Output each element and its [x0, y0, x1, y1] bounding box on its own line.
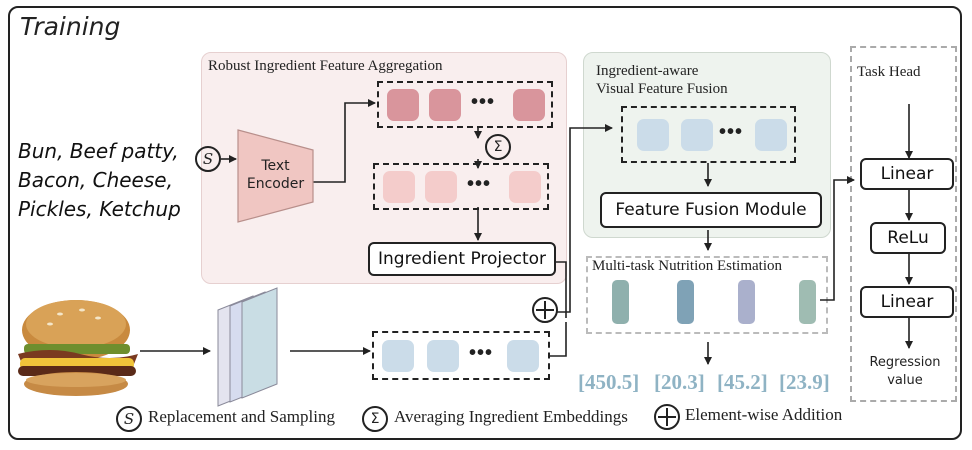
legend-sampling-label: Replacement and Sampling [148, 407, 335, 426]
nutrition-value: [23.9] [779, 370, 830, 394]
embedding-cell [382, 340, 414, 372]
robust-aggregation-title: Robust Ingredient Feature Aggregation [208, 58, 443, 74]
protein-head-pill [677, 280, 694, 324]
energy-head-pill [612, 280, 629, 324]
embedding-cell [681, 119, 713, 151]
legend-averaging-label: Averaging Ingredient Embeddings [394, 407, 628, 426]
regression-output-label: Regression value [855, 354, 955, 390]
embedding-cell [387, 89, 419, 121]
legend-averaging-icon: Σ [362, 406, 388, 432]
task-head-panel [850, 46, 957, 402]
ingredient-embeddings-row: ••• [377, 81, 553, 128]
averaging-symbol: Σ [485, 134, 511, 160]
fat-head-pill [799, 280, 816, 324]
visual-backbone-stack [217, 287, 278, 407]
burger-image [18, 300, 138, 396]
legend-addition-label: Element-wise Addition [685, 405, 843, 424]
embedding-cell [755, 119, 787, 151]
embedding-cell [383, 171, 415, 203]
legend-addition-icon [654, 404, 680, 430]
task-head-title: Task Head [857, 64, 921, 80]
carb-head-pill [738, 280, 755, 324]
nutrition-value: [450.5] [578, 370, 640, 394]
embedding-cell [429, 89, 461, 121]
visual-fusion-title-line1: Ingredient-aware [596, 63, 699, 79]
regression-line1: Regression [869, 355, 941, 370]
regression-line2: value [887, 373, 923, 388]
ingredient-projector-block: Ingredient Projector [368, 242, 556, 276]
averaged-embeddings-row: ••• [373, 163, 549, 210]
embedding-cell [427, 340, 459, 372]
visual-fusion-title: Ingredient-aware Visual Feature Fusion [596, 62, 728, 98]
ingredient-line: Bacon, Cheese, [18, 168, 173, 192]
embedding-cell [425, 171, 457, 203]
ingredient-list: Bun, Beef patty, Bacon, Cheese, Pickles,… [18, 137, 181, 224]
text-encoder-line2: Encoder [246, 176, 305, 192]
ingredient-line: Pickles, Ketchup [18, 197, 181, 221]
multitask-panel [586, 256, 828, 334]
feature-fusion-module-block: Feature Fusion Module [600, 192, 822, 228]
text-encoder-line1: Text [261, 158, 290, 174]
ellipsis: ••• [467, 173, 492, 195]
sampling-symbol: S [195, 146, 221, 172]
text-encoder-shape [237, 129, 314, 223]
embedding-cell [509, 171, 541, 203]
legend-sampling-icon: S [116, 406, 142, 432]
relu-layer: ReLu [870, 222, 946, 254]
ingredient-line: Bun, Beef patty, [18, 139, 179, 163]
ellipsis: ••• [469, 342, 494, 364]
linear-layer-1: Linear [860, 158, 954, 190]
element-wise-addition-symbol [532, 297, 558, 323]
embedding-cell [513, 89, 545, 121]
multitask-title: Multi-task Nutrition Estimation [592, 258, 782, 274]
linear-layer-2: Linear [860, 286, 954, 318]
embedding-cell [637, 119, 669, 151]
nutrition-value: [45.2] [717, 370, 768, 394]
fused-features-row: ••• [621, 106, 796, 163]
ellipsis: ••• [471, 91, 496, 113]
diagram-title: Training [20, 12, 121, 41]
visual-features-row: ••• [372, 331, 550, 380]
embedding-cell [507, 340, 539, 372]
nutrition-value: [20.3] [654, 370, 705, 394]
text-encoder-label: Text Encoder [238, 157, 313, 193]
visual-fusion-title-line2: Visual Feature Fusion [596, 81, 728, 97]
outer-frame [8, 6, 962, 440]
ellipsis: ••• [719, 121, 744, 143]
